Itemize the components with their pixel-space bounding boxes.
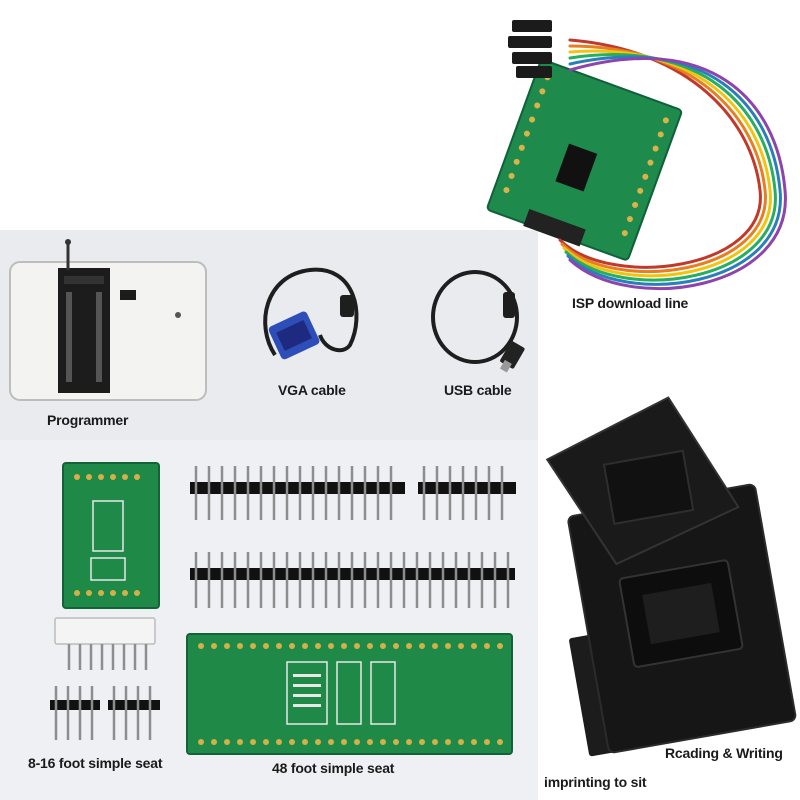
isp-download-line bbox=[486, 20, 787, 290]
white-connector bbox=[54, 617, 156, 670]
pin-header-small-right bbox=[108, 686, 160, 740]
label-reading-writing: Rcading & Writing bbox=[665, 745, 783, 761]
label-vga-cable: VGA cable bbox=[278, 382, 346, 398]
programmer-device bbox=[9, 239, 207, 401]
pin-header-full bbox=[190, 552, 515, 608]
pin-header-short bbox=[418, 466, 516, 520]
label-usb-cable: USB cable bbox=[444, 382, 512, 398]
label-isp-download-line: ISP download line bbox=[572, 295, 689, 311]
label-8-16-foot-seat: 8-16 foot simple seat bbox=[28, 755, 163, 771]
pin-header-small-left bbox=[50, 686, 100, 740]
usb-cable bbox=[431, 270, 525, 373]
pin-header-long bbox=[190, 466, 405, 520]
vga-cable bbox=[263, 267, 359, 360]
label-programmer: Programmer bbox=[47, 412, 129, 428]
label-imprinting-to-sit: imprinting to sit bbox=[544, 774, 647, 790]
adapter-board-48 bbox=[186, 633, 513, 755]
label-48-foot-seat: 48 foot simple seat bbox=[272, 760, 395, 776]
reading-writing-socket bbox=[545, 396, 797, 757]
adapter-board-small bbox=[62, 462, 160, 609]
